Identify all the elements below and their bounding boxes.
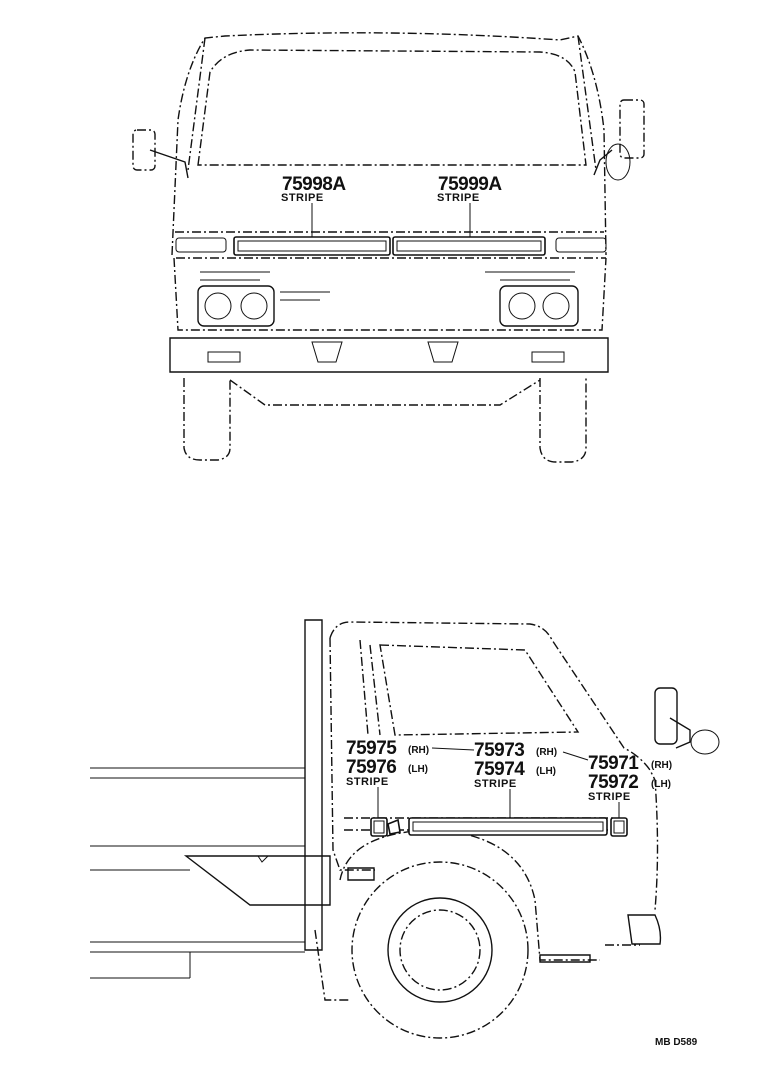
diagram-reference-code: MB D589 (655, 1037, 698, 1048)
part-caption: STRIPE (588, 791, 631, 803)
side-mirror (654, 687, 720, 755)
part-number-lh: 75972 (588, 772, 638, 793)
callout-75999A: 75999A STRIPE (437, 174, 503, 237)
right-mirror (593, 99, 645, 181)
callout-75971-75972: 75971 (RH) 75972 (LH) STRIPE (588, 753, 672, 818)
rh-label: (RH) (651, 760, 672, 771)
front-stripe-left (233, 236, 391, 256)
callout-75975-75976: 75975 (RH) 75976 (LH) STRIPE (346, 738, 475, 818)
rh-label: (RH) (408, 745, 429, 756)
front-stripe-right (392, 236, 546, 256)
side-stripe-door (387, 817, 608, 836)
rh-label: (RH) (536, 747, 557, 758)
callout-75973-75974: 75973 (RH) 75974 (LH) STRIPE (474, 740, 589, 818)
lh-label: (LH) (536, 766, 556, 777)
truck-front-view (132, 32, 645, 463)
lh-label: (LH) (408, 764, 428, 775)
part-number-lh: 75974 (474, 759, 525, 780)
part-number-rh: 75971 (588, 753, 639, 774)
part-number-rh: 75975 (346, 738, 397, 759)
part-caption: STRIPE (281, 192, 324, 204)
left-headlight (197, 285, 275, 327)
leader-line (562, 751, 589, 761)
leader-line (431, 747, 475, 751)
right-headlight (499, 285, 579, 327)
side-stripe-rear-emblem (370, 817, 388, 837)
side-stripe-front-emblem (610, 817, 628, 837)
part-caption: STRIPE (346, 776, 389, 788)
part-number: 75999A (438, 174, 502, 195)
part-number: 75998A (282, 174, 346, 195)
part-caption: STRIPE (474, 778, 517, 790)
lh-label: (LH) (651, 779, 671, 790)
part-caption: STRIPE (437, 192, 480, 204)
left-mirror (132, 129, 189, 179)
part-number-lh: 75976 (346, 757, 396, 778)
part-number-rh: 75973 (474, 740, 524, 761)
callout-75998A: 75998A STRIPE (281, 174, 347, 237)
